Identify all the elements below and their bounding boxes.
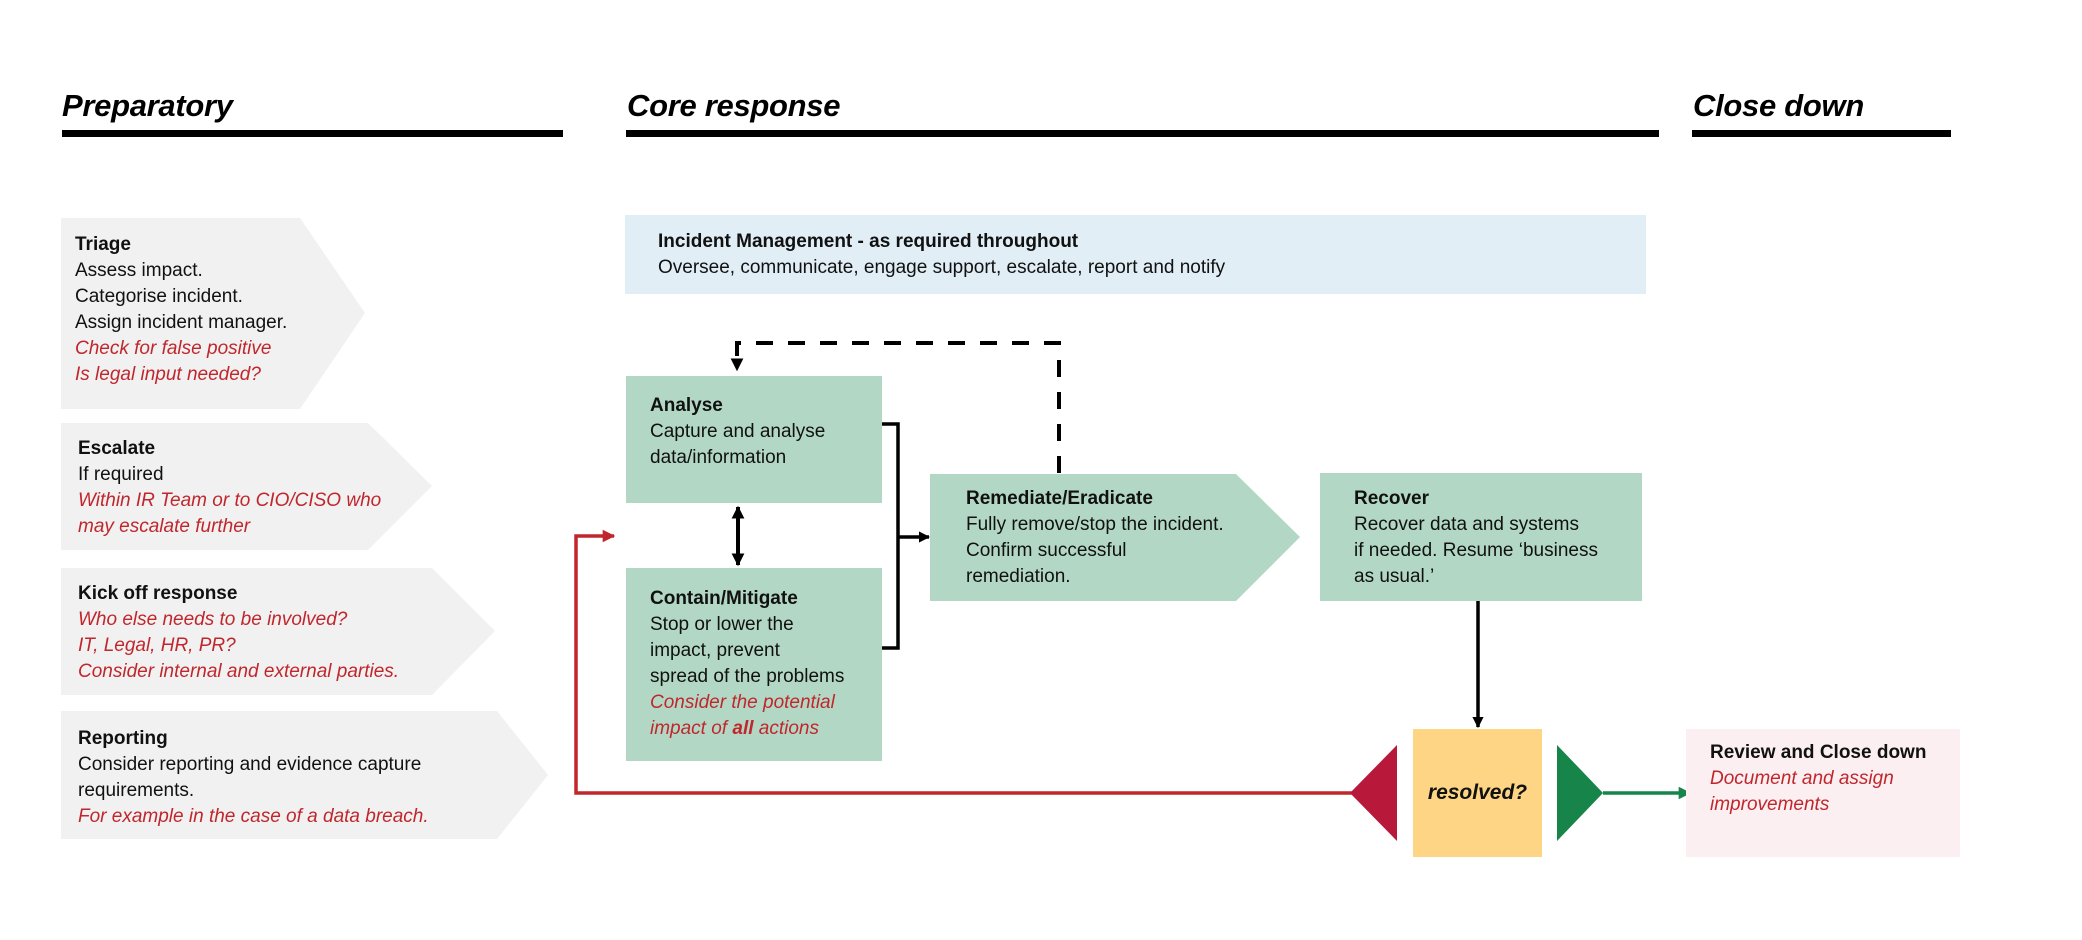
phase-rule-close-down bbox=[1692, 130, 1951, 137]
step-note: improvements bbox=[1710, 794, 1830, 815]
step-title: Analyse bbox=[650, 395, 723, 416]
step-line: data/information bbox=[650, 447, 787, 468]
step-escalate: Escalate If required Within IR Team or t… bbox=[78, 436, 381, 540]
incident-management-text: Incident Management - as required throug… bbox=[658, 229, 1225, 281]
step-line: if needed. Resume ‘business bbox=[1354, 540, 1598, 561]
step-title: Escalate bbox=[78, 438, 156, 459]
reporting-chevron bbox=[61, 711, 548, 839]
remediate-chevron bbox=[930, 474, 1300, 601]
step-note: Is legal input needed? bbox=[75, 364, 261, 385]
incident-management-description: Oversee, communicate, engage support, es… bbox=[658, 257, 1226, 278]
step-line: Categorise incident. bbox=[75, 286, 243, 307]
step-note: Document and assign bbox=[1710, 768, 1894, 789]
step-analyse: Analyse Capture and analyse data/informa… bbox=[650, 393, 825, 471]
step-note: IT, Legal, HR, PR? bbox=[78, 635, 236, 656]
step-remediate-eradicate: Remediate/Eradicate Fully remove/stop th… bbox=[966, 486, 1224, 590]
step-title: Contain/Mitigate bbox=[650, 588, 798, 609]
step-title: Kick off response bbox=[78, 583, 238, 604]
phase-title-close-down: Close down bbox=[1693, 88, 1864, 123]
step-line: If required bbox=[78, 464, 164, 485]
step-note: Who else needs to be involved? bbox=[78, 609, 348, 630]
analyse-box-shape bbox=[626, 376, 882, 503]
left-triangle-red-icon bbox=[1350, 745, 1397, 841]
step-line: Stop or lower the bbox=[650, 614, 794, 635]
step-line: Assess impact. bbox=[75, 260, 203, 281]
step-title: Triage bbox=[75, 234, 131, 255]
step-note: For example in the case of a data breach… bbox=[78, 806, 429, 827]
resolved-label: resolved? bbox=[1427, 781, 1528, 804]
recover-box-shape bbox=[1320, 473, 1642, 601]
note-emphasis: all bbox=[732, 718, 754, 739]
step-triage: Triage Assess impact. Categorise inciden… bbox=[75, 232, 287, 388]
step-line: Assign incident manager. bbox=[75, 312, 288, 333]
step-note: may escalate further bbox=[78, 516, 251, 537]
resolved-decision: resolved? bbox=[1413, 729, 1542, 857]
phase-rule-core-response bbox=[626, 130, 1659, 137]
note-text: impact of bbox=[650, 718, 733, 739]
step-line: requirements. bbox=[78, 780, 195, 801]
step-title: Remediate/Eradicate bbox=[966, 488, 1153, 509]
step-line: spread of the problems bbox=[650, 666, 845, 687]
step-note: Consider the potential bbox=[650, 692, 835, 713]
step-note: Check for false positive bbox=[75, 338, 272, 359]
step-note: Consider internal and external parties. bbox=[78, 661, 400, 682]
step-note: impact of all actions bbox=[650, 716, 844, 742]
step-title: Recover bbox=[1354, 488, 1429, 509]
incident-management-heading: Incident Management - as required throug… bbox=[658, 229, 1225, 255]
step-review-and-close-down: Review and Close down Document and assig… bbox=[1686, 729, 1960, 857]
step-recover: Recover Recover data and systems if need… bbox=[1354, 486, 1598, 590]
step-title: Review and Close down bbox=[1710, 742, 1927, 763]
step-kick-off-response: Kick off response Who else needs to be i… bbox=[78, 581, 399, 685]
bracket-connector bbox=[882, 422, 900, 650]
phase-title-preparatory: Preparatory bbox=[62, 88, 233, 123]
step-reporting: Reporting Consider reporting and evidenc… bbox=[78, 726, 429, 830]
step-line: Fully remove/stop the incident. bbox=[966, 514, 1224, 535]
step-line: Confirm successful bbox=[966, 540, 1127, 561]
step-line: remediation. bbox=[966, 566, 1071, 587]
phase-title-core-response: Core response bbox=[627, 88, 841, 123]
incident-management-banner: Incident Management - as required throug… bbox=[625, 215, 1646, 294]
step-line: impact, prevent bbox=[650, 640, 780, 661]
phase-rule-preparatory bbox=[62, 130, 563, 137]
contain-box-shape bbox=[626, 568, 882, 761]
triage-chevron bbox=[61, 218, 365, 409]
step-line: Consider reporting and evidence capture bbox=[78, 754, 422, 775]
right-triangle-green-icon bbox=[1557, 745, 1603, 841]
incident-management-suffix: - as required throughout bbox=[852, 231, 1079, 252]
feedback-dashed-connector bbox=[730, 341, 1061, 473]
not-resolved-return-path bbox=[574, 529, 1352, 795]
step-contain-mitigate: Contain/Mitigate Stop or lower the impac… bbox=[650, 586, 844, 742]
note-text: actions bbox=[753, 718, 819, 739]
review-text: Review and Close down Document and assig… bbox=[1710, 740, 1926, 818]
incident-management-suffix-text: - as required throughout bbox=[852, 231, 1079, 252]
incident-management-title: Incident Management bbox=[658, 231, 853, 252]
step-title: Reporting bbox=[78, 728, 168, 749]
step-line: as usual.’ bbox=[1354, 566, 1435, 587]
step-note: Within IR Team or to CIO/CISO who bbox=[78, 490, 382, 511]
step-line: Capture and analyse bbox=[650, 421, 826, 442]
escalate-chevron bbox=[61, 423, 432, 550]
step-line: Recover data and systems bbox=[1354, 514, 1579, 535]
kickoff-chevron bbox=[61, 568, 495, 695]
